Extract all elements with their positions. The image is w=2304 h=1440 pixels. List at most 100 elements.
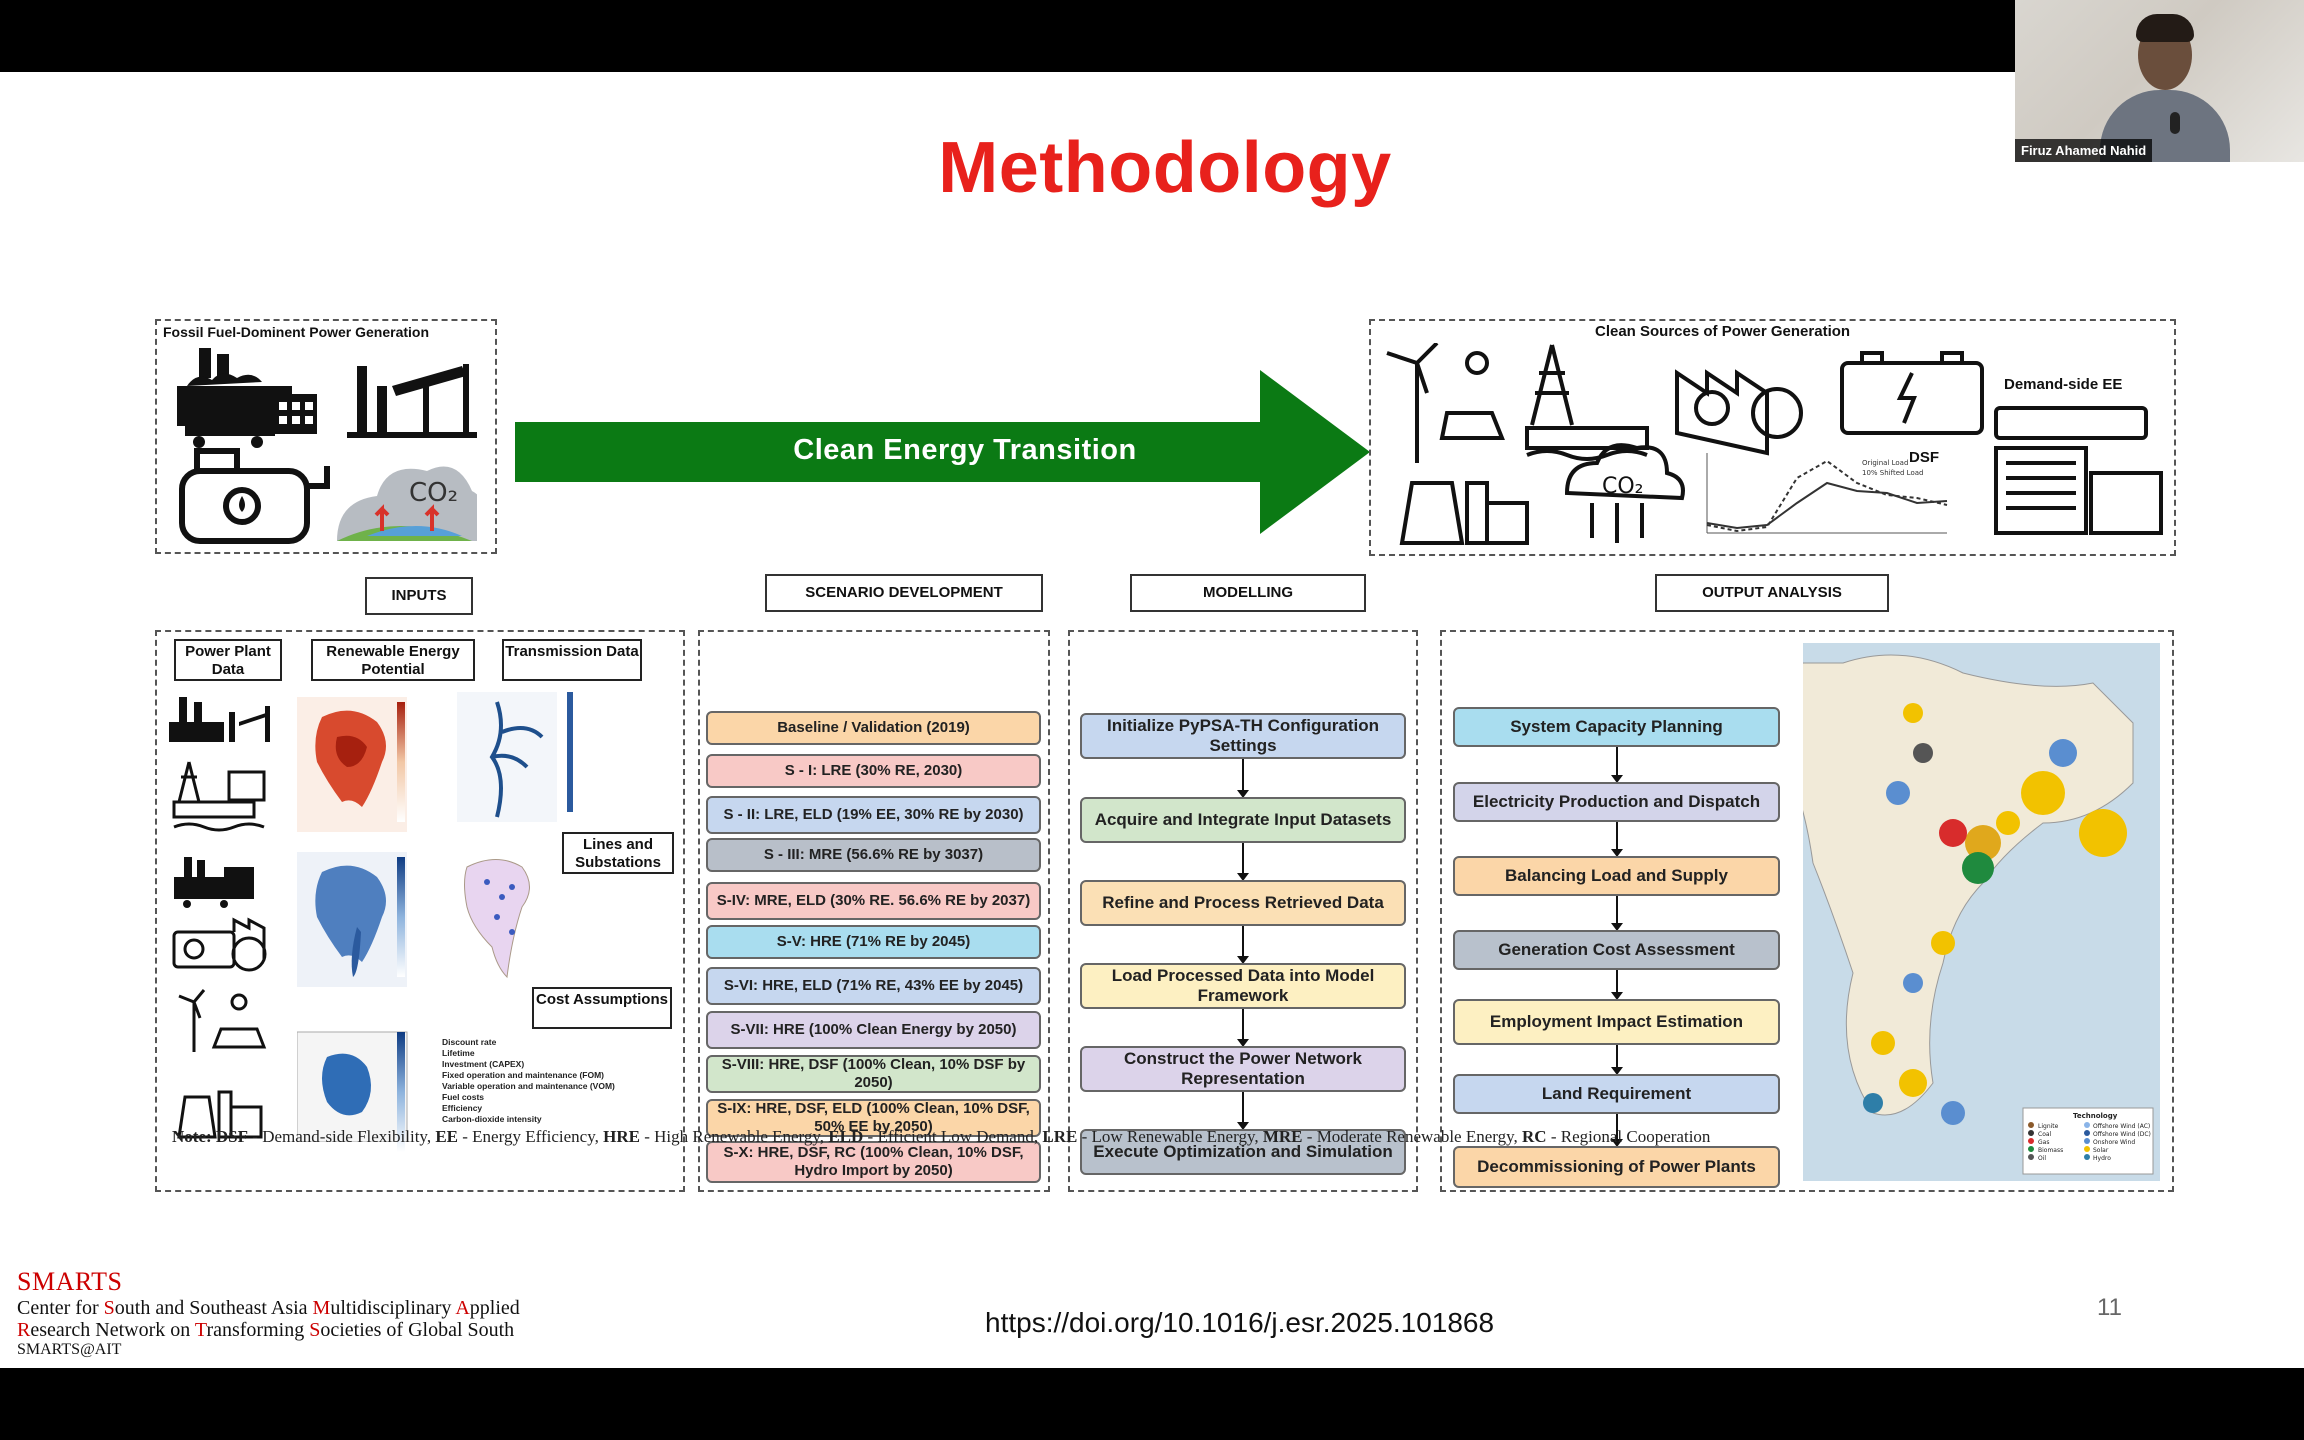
chart-legend-shifted: 10% Shifted Load: [1862, 469, 1923, 477]
transmission-maps: [457, 692, 573, 979]
scenario-step: S-VI: HRE, ELD (71% RE, 43% EE by 2045): [706, 967, 1041, 1005]
organization-footer: SMARTS Center for South and Southeast As…: [17, 1267, 520, 1359]
cost-item: Lifetime: [442, 1048, 475, 1058]
modelling-flow-arrow: [1237, 1009, 1249, 1047]
modelling-flow-arrow: [1237, 843, 1249, 881]
fossil-co2-text: CO₂: [409, 478, 458, 508]
footer-line-1: Center for South and Southeast Asia Mult…: [17, 1297, 520, 1319]
scenario-panel: [698, 630, 1050, 1192]
modelling-step: Execute Optimization and Simulation: [1080, 1129, 1406, 1175]
output-flow-arrow: [1611, 970, 1623, 1000]
renewable-maps: [297, 697, 408, 1142]
output-step: Balancing Load and Supply: [1453, 856, 1780, 896]
note-abbr: ELD: [828, 1127, 864, 1146]
map-legend-item: Solar: [2093, 1147, 2109, 1154]
scenario-step: S-IX: HRE, DSF, ELD (100% Clean, 10% DSF…: [706, 1099, 1041, 1137]
output-panel: [1440, 630, 2174, 1192]
top-black-bar: [0, 0, 2304, 72]
cost-item: Carbon-dioxide intensity: [442, 1114, 542, 1124]
note-abbr: LRE: [1042, 1127, 1078, 1146]
scenario-step: S - I: LRE (30% RE, 2030): [706, 754, 1041, 788]
footer-line-2: Research Network on Transforming Societi…: [17, 1319, 515, 1341]
note-abbr: RC: [1522, 1127, 1547, 1146]
clean-generation-box: Clean Sources of Power Generation: [1369, 319, 2176, 556]
page-number: 11: [2097, 1294, 2122, 1321]
presentation-slide: Methodology Fossil Fuel-Dominent Power G…: [0, 72, 2304, 1368]
renewable-label: Renewable Energy Potential: [311, 639, 475, 681]
footer-brand: SMARTS: [17, 1267, 123, 1296]
solar-colorbar: [397, 702, 405, 822]
tab-output-analysis: OUTPUT ANALYSIS: [1655, 574, 1889, 612]
scenario-step: S - III: MRE (56.6% RE by 3037): [706, 838, 1041, 872]
note-text: - Demand-side Flexibility,: [248, 1127, 436, 1146]
transmission-label: Transmission Data: [502, 639, 642, 681]
output-step: Generation Cost Assessment: [1453, 930, 1780, 970]
transition-label: Clean Energy Transition: [793, 434, 1137, 466]
note-abbr: EE: [435, 1127, 459, 1146]
scenario-step: S-VIII: HRE, DSF (100% Clean, 10% DSF by…: [706, 1055, 1041, 1093]
cost-item: Efficiency: [442, 1103, 483, 1113]
inputs-panel: Power Plant Data Renewable Energy Potent…: [155, 630, 685, 1192]
output-flow-arrow: [1611, 896, 1623, 931]
note-prefix: Note:: [172, 1127, 212, 1146]
hydro-colorbar: [397, 1032, 405, 1152]
output-flow-arrow: [1611, 1114, 1623, 1147]
note-text: - Energy Efficiency,: [458, 1127, 604, 1146]
modelling-step: Initialize PyPSA-TH Configuration Settin…: [1080, 713, 1406, 759]
lapel-mic: [2170, 112, 2180, 134]
map-legend-title: Technology: [2073, 1112, 2118, 1120]
fossil-generation-box: Fossil Fuel-Dominent Power Generation: [155, 319, 497, 554]
note-text: - High Renewable Energy,: [639, 1127, 829, 1146]
dsf-label: DSF: [1909, 449, 1939, 466]
bottom-black-bar: [0, 1368, 2304, 1440]
chart-legend-original: Original Load: [1862, 459, 1908, 467]
note-text: - Low Renewable Energy,: [1077, 1127, 1263, 1146]
output-step: Electricity Production and Dispatch: [1453, 782, 1780, 822]
doi-link[interactable]: https://doi.org/10.1016/j.esr.2025.10186…: [985, 1307, 1495, 1338]
abbreviations-note: Note: DSF - Demand-side Flexibility, EE …: [172, 1127, 1710, 1147]
output-flow-arrow: [1611, 1045, 1623, 1075]
cost-assumptions-label: Cost Assumptions: [532, 987, 672, 1029]
modelling-step: Refine and Process Retrieved Data: [1080, 880, 1406, 926]
map-legend-item: Coal: [2038, 1131, 2052, 1138]
modelling-step: Construct the Power Network Representati…: [1080, 1046, 1406, 1092]
tab-inputs: INPUTS: [365, 577, 473, 615]
modelling-flow-arrow: [1237, 926, 1249, 964]
output-step: Decommissioning of Power Plants: [1453, 1146, 1780, 1188]
map-legend-item: Onshore Wind: [2093, 1139, 2135, 1146]
modelling-step: Acquire and Integrate Input Datasets: [1080, 797, 1406, 843]
scenario-step: S-VII: HRE (100% Clean Energy by 2050): [706, 1011, 1041, 1049]
note-text: - Moderate Renewable Energy,: [1302, 1127, 1523, 1146]
map-legend-item: Offshore Wind (AC): [2093, 1123, 2150, 1130]
wind-colorbar: [397, 857, 405, 977]
scenario-step: S - II: LRE, ELD (19% EE, 30% RE by 2030…: [706, 796, 1041, 834]
clean-box-title: Clean Sources of Power Generation: [1595, 323, 1851, 340]
demand-side-label: Demand-side EE: [2004, 376, 2123, 393]
participant-video-tile[interactable]: Firuz Ahamed Nahid: [2015, 0, 2304, 162]
scenario-step: S-V: HRE (71% RE by 2045): [706, 925, 1041, 959]
tab-modelling: MODELLING: [1130, 574, 1366, 612]
scenario-step: S-X: HRE, DSF, RC (100% Clean, 10% DSF, …: [706, 1141, 1041, 1183]
map-legend-item: Hydro: [2093, 1155, 2111, 1162]
map-legend-item: Biomass: [2038, 1147, 2063, 1154]
fossil-box-title: Fossil Fuel-Dominent Power Generation: [163, 324, 430, 340]
map-legend-item: Gas: [2038, 1139, 2049, 1146]
output-step: System Capacity Planning: [1453, 707, 1780, 747]
lines-substations-label: Lines and Substations: [562, 832, 674, 874]
cost-item: Fuel costs: [442, 1092, 485, 1102]
footer-line-3: SMARTS@AIT: [17, 1341, 122, 1358]
note-abbr: DSF: [215, 1127, 249, 1146]
cost-items-list: Discount rate Lifetime Investment (CAPEX…: [442, 1037, 677, 1125]
thailand-capacity-map: Technology Lignite Coal Gas Biomass Oil …: [1803, 643, 2160, 1181]
cost-item: Investment (CAPEX): [442, 1059, 525, 1069]
modelling-panel: [1068, 630, 1418, 1192]
demand-side-icon: [1994, 406, 2163, 535]
output-step: Land Requirement: [1453, 1074, 1780, 1114]
cost-item: Fixed operation and maintenance (FOM): [442, 1070, 604, 1080]
fossil-icons: CO₂: [177, 348, 477, 544]
clean-co2-text: CO₂: [1602, 474, 1644, 499]
note-abbr: HRE: [603, 1127, 640, 1146]
map-legend-item: Oil: [2038, 1155, 2046, 1162]
modelling-step: Load Processed Data into Model Framework: [1080, 963, 1406, 1009]
clean-icons: CO₂ Original Load 10% Shifted Load: [1386, 343, 1984, 545]
